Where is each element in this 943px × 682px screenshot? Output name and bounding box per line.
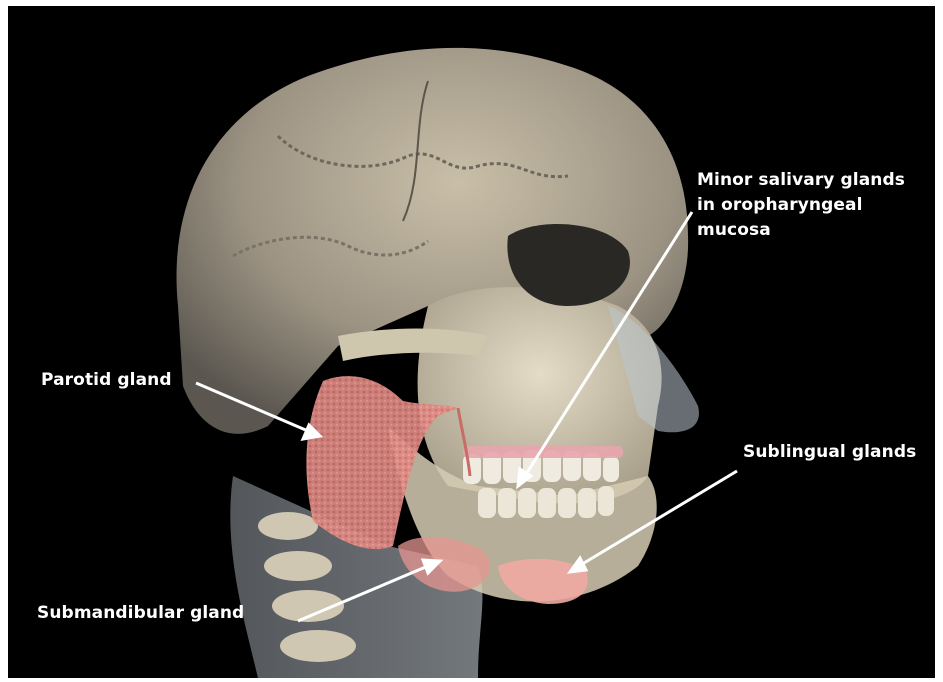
anatomy-illustration: Minor salivary glands in oropharyngeal m… — [8, 6, 935, 678]
minor-salivary-line-2: in oropharyngeal — [697, 193, 905, 218]
parotid-gland-label: Parotid gland — [41, 368, 172, 393]
skull-head-illustration — [8, 6, 935, 678]
minor-salivary-line-3: mucosa — [697, 218, 905, 243]
sublingual-glands-label: Sublingual glands — [743, 440, 916, 465]
minor-salivary-glands-label: Minor salivary glands in oropharyngeal m… — [697, 168, 905, 243]
minor-salivary-line-1: Minor salivary glands — [697, 168, 905, 193]
submandibular-gland-label: Submandibular gland — [37, 601, 244, 626]
